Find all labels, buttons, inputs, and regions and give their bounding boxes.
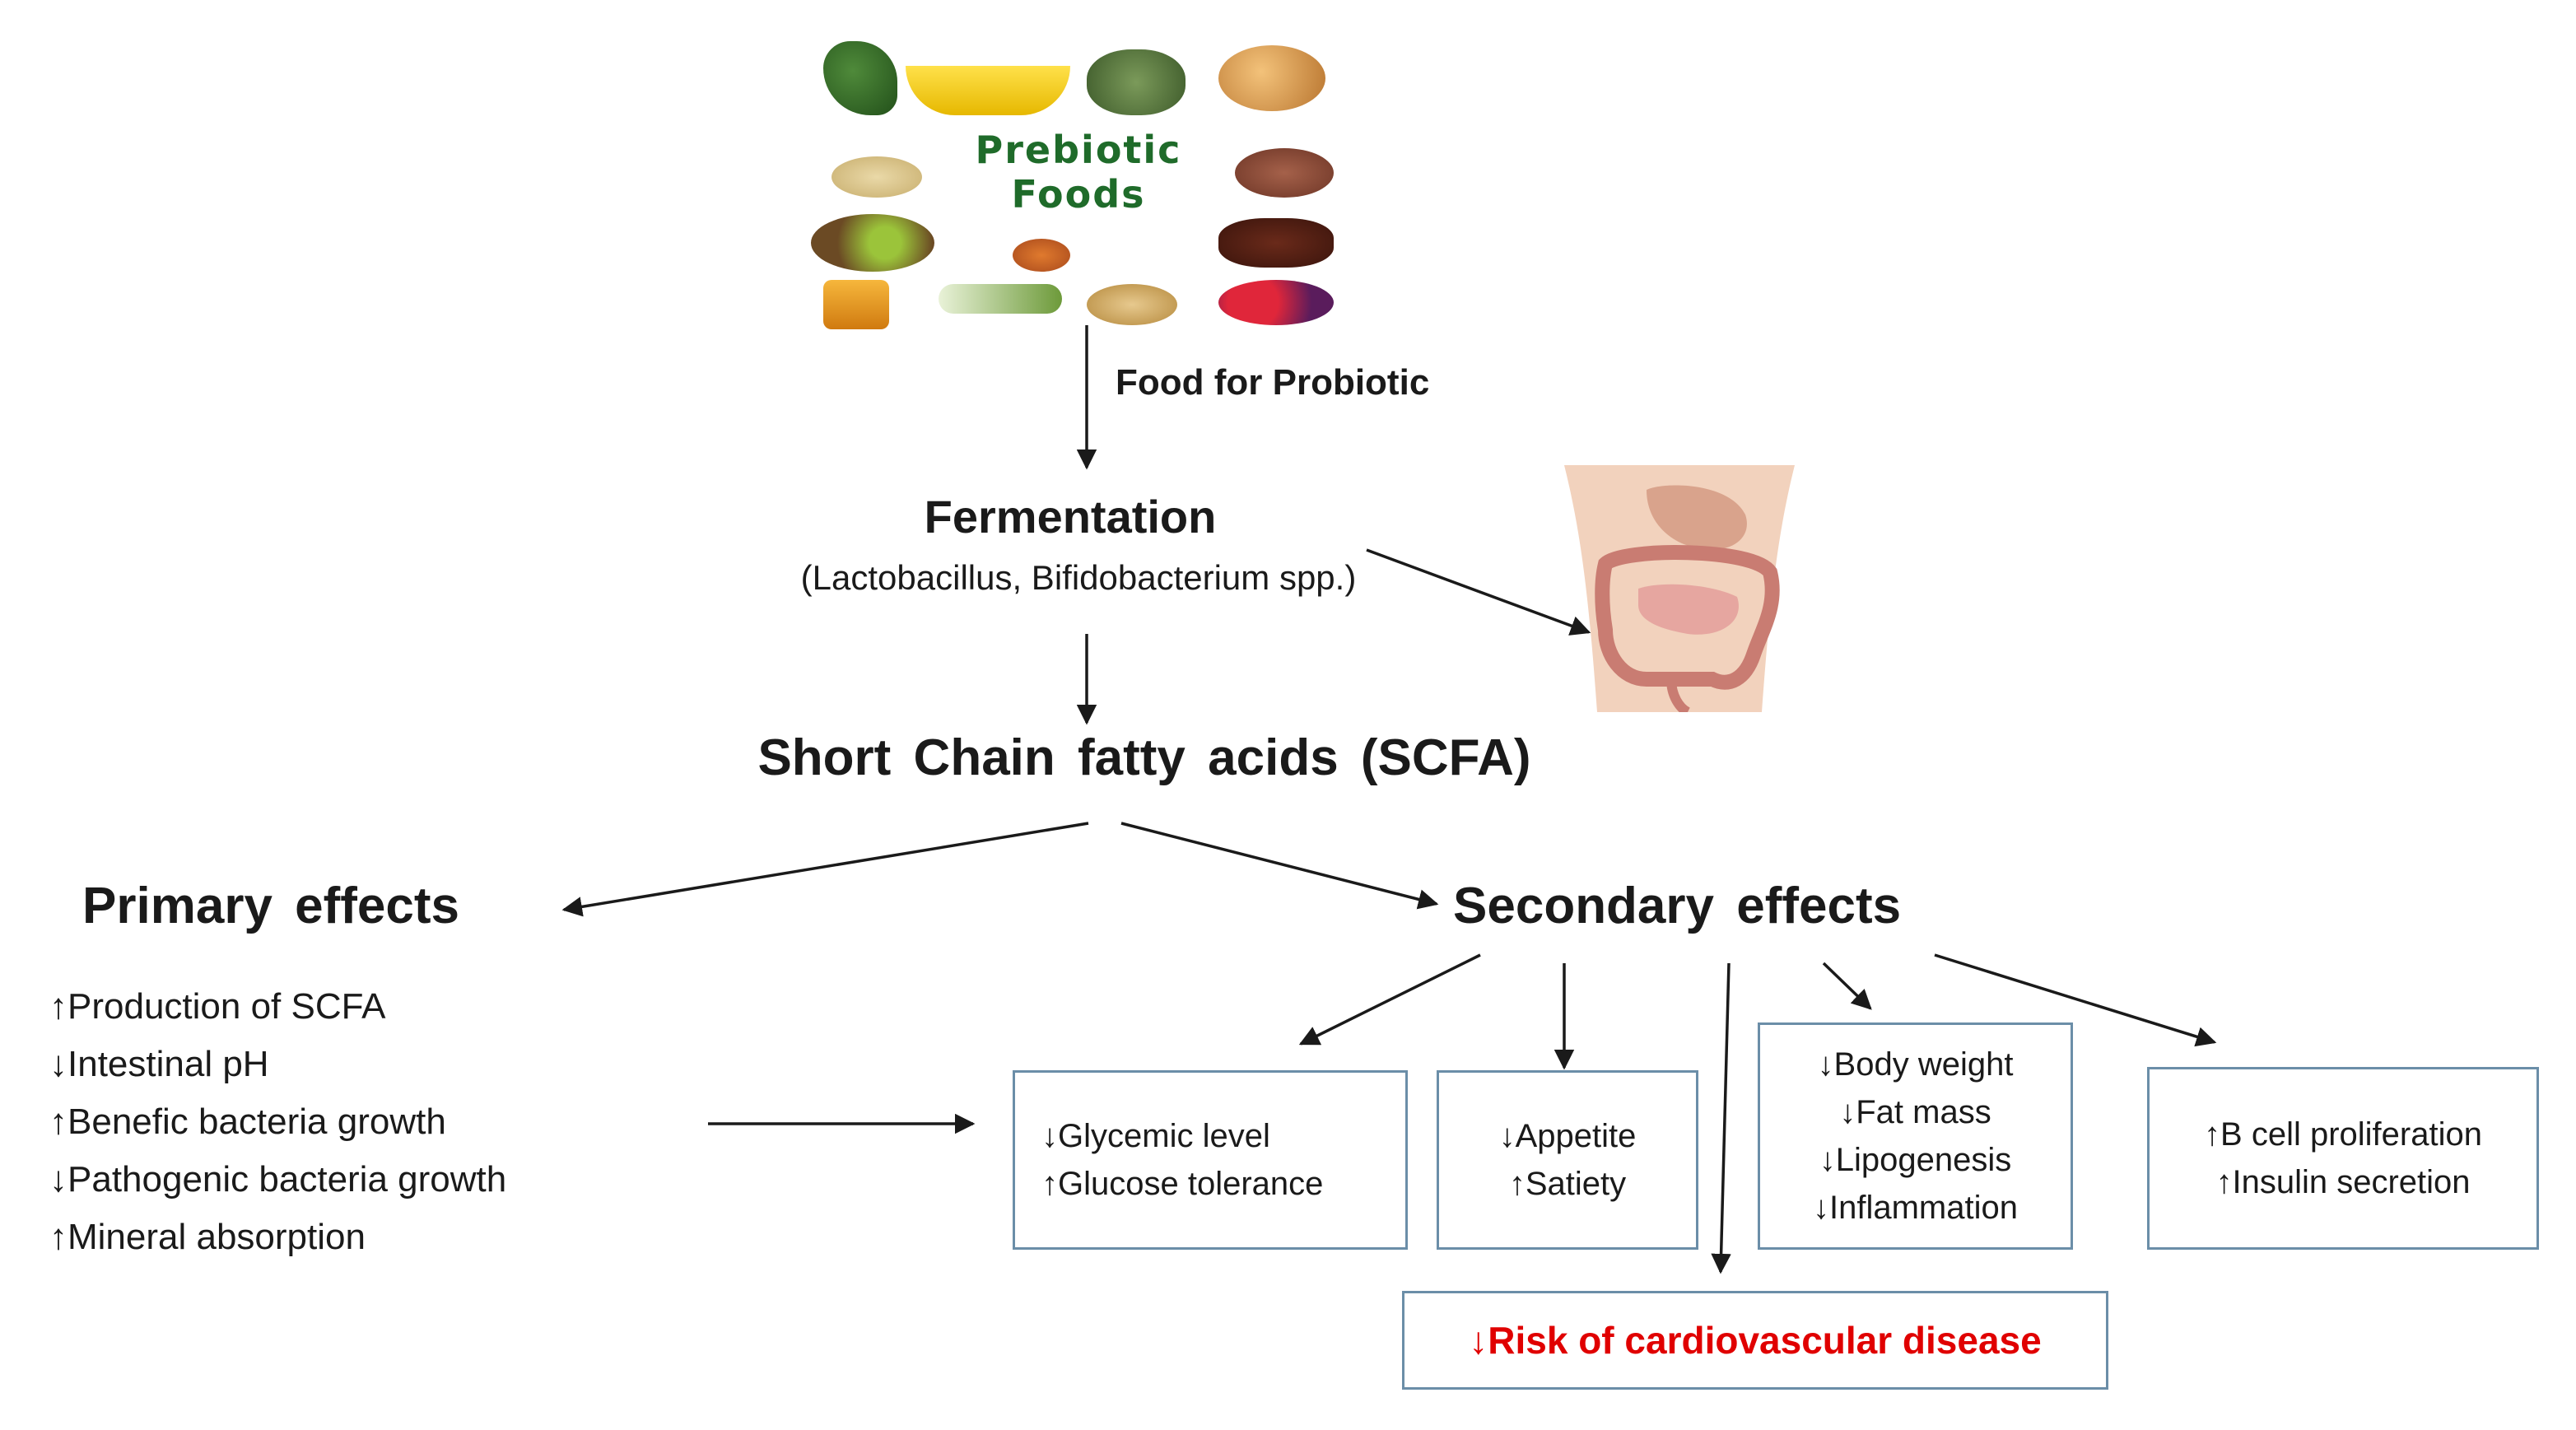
inflammation-line: ↓Inflammation	[1813, 1190, 2018, 1226]
arrow-scfa-to-primary	[561, 822, 1089, 917]
yam-image	[1235, 148, 1334, 198]
food-for-probiotic-label: Food for Probiotic	[1116, 362, 1430, 403]
cardiovascular-risk-text: ↓Risk of cardiovascular disease	[1469, 1319, 2042, 1362]
arrow-secondary-to-body	[1822, 962, 1872, 1010]
dried-fruit-image	[1218, 218, 1334, 268]
list-item: ↑Production of SCFA	[49, 986, 386, 1027]
body-weight-line: ↓Body weight	[1817, 1046, 2014, 1083]
secondary-effects-title: Secondary effects	[1453, 878, 1902, 934]
scfa-title: Short Chain fatty acids (SCFA)	[757, 729, 1531, 786]
list-item: ↑Mineral absorption	[49, 1217, 366, 1257]
intestine-illustration	[1564, 465, 1795, 712]
prebiotic-foods-collage: Prebiotic Foods	[790, 33, 1367, 329]
arrow-scfa-to-secondary	[1120, 822, 1439, 910]
fermentation-title: Fermentation	[924, 491, 1217, 543]
lipogenesis-line: ↓Lipogenesis	[1819, 1142, 2012, 1178]
body-weight-box: ↓Body weight ↓Fat mass ↓Lipogenesis ↓Inf…	[1758, 1022, 2073, 1250]
arrow-secondary-to-bcell	[1934, 953, 2217, 1047]
glycemic-box: ↓Glycemic level ↑Glucose tolerance	[1013, 1070, 1408, 1250]
kiwi-image	[811, 214, 934, 272]
lentils-image	[1087, 284, 1177, 325]
prebiotic-foods-title: Prebiotic Foods	[906, 128, 1251, 217]
primary-effects-title: Primary effects	[82, 878, 460, 934]
glycemic-line: ↓Glycemic level	[1041, 1118, 1270, 1154]
b-cell-line: ↑B cell proliferation	[2204, 1116, 2482, 1153]
insulin-line: ↑Insulin secretion	[2215, 1164, 2471, 1200]
arrow-secondary-to-glycemic	[1298, 953, 1481, 1046]
banana-image	[906, 66, 1070, 115]
b-cell-box: ↑B cell proliferation ↑Insulin secretion	[2147, 1067, 2539, 1250]
grains-image	[831, 156, 922, 198]
cardiovascular-risk-box: ↓Risk of cardiovascular disease	[1402, 1291, 2108, 1390]
glucose-line: ↑Glucose tolerance	[1041, 1166, 1324, 1202]
collage-title-line2: Foods	[1011, 172, 1146, 217]
appetite-box: ↓Appetite ↑Satiety	[1437, 1070, 1698, 1250]
onion-image	[1218, 45, 1325, 111]
berries-image	[1218, 280, 1334, 325]
satiety-line: ↑Satiety	[1508, 1166, 1627, 1202]
leafy-greens-image	[823, 41, 897, 115]
leek-image	[939, 284, 1062, 314]
arrow-fermentation-to-gut	[1366, 548, 1591, 636]
list-item: ↓Intestinal pH	[49, 1044, 269, 1084]
honey-image	[823, 280, 889, 329]
list-item: ↑Benefic bacteria growth	[49, 1102, 446, 1142]
artichoke-image	[1087, 49, 1186, 115]
appetite-line: ↓Appetite	[1498, 1118, 1637, 1154]
fat-mass-line: ↓Fat mass	[1839, 1094, 1991, 1130]
seeds-image	[1013, 239, 1070, 272]
list-item: ↓Pathogenic bacteria growth	[49, 1159, 507, 1199]
fermentation-subtitle: (Lactobacillus, Bifidobacterium spp.)	[800, 558, 1357, 597]
primary-effects-list: ↑Production of SCFA ↓Intestinal pH ↑Bene…	[49, 978, 506, 1266]
arrow-secondary-to-risk	[1711, 962, 1731, 1274]
collage-title-line1: Prebiotic	[975, 128, 1182, 172]
